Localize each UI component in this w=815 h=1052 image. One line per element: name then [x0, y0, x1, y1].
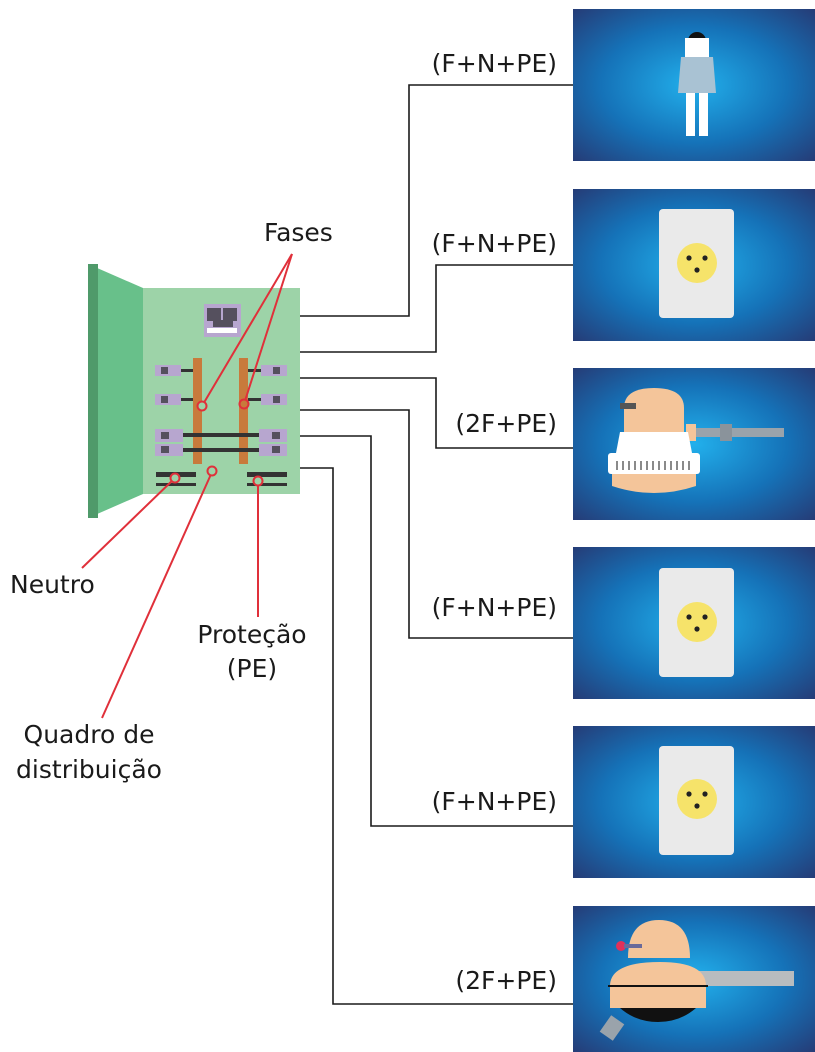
marker-neutral [169, 472, 181, 484]
circuit-wires [300, 84, 573, 1005]
protection-bar-lower [247, 483, 287, 486]
protection-bar [247, 472, 287, 477]
pointer-board [101, 471, 213, 719]
label-protection: Proteção [197, 620, 306, 649]
breakers-left [155, 365, 193, 456]
outlet-icon [659, 209, 734, 318]
marker-protection [252, 475, 264, 487]
label-board: Quadro de [24, 720, 155, 749]
pointer-neutral [81, 477, 176, 569]
label-protection-pe: (PE) [227, 654, 277, 683]
wire-circuit-3 [300, 377, 573, 449]
phase-busbar-left [193, 358, 202, 464]
circuit-label-3: (2F+PE) [455, 409, 557, 438]
board-door-edge [88, 264, 98, 518]
wire-circuit-6 [300, 467, 573, 1005]
main-breaker [204, 304, 241, 337]
marker-board [206, 465, 218, 477]
wire-circuit-2 [300, 264, 573, 353]
motor-side-icon [599, 920, 794, 1041]
circuit-label-2: (F+N+PE) [432, 229, 557, 258]
device-panel-shower [573, 9, 815, 161]
label-board-line2: distribuição [16, 755, 162, 784]
marker-phase-right [238, 398, 250, 410]
circuit-label-5: (F+N+PE) [432, 787, 557, 816]
pointer-phase-left [201, 253, 293, 407]
marker-phase-left [196, 400, 208, 412]
two-pole-bar-upper [183, 433, 259, 437]
device-panel-motor [573, 368, 815, 520]
circuit-label-6: (2F+PE) [455, 966, 557, 995]
board-door [88, 264, 143, 518]
device-panel-outlet-3 [573, 726, 815, 878]
shower-icon [678, 32, 716, 136]
label-phases: Fases [264, 218, 333, 247]
distribution-board [88, 264, 300, 518]
motor-icon [608, 388, 784, 493]
annotation-lines [81, 253, 293, 719]
wire-circuit-1 [300, 84, 573, 317]
device-panel-motor-side [573, 906, 815, 1052]
breakers-right [248, 365, 287, 456]
circuit-label-4: (F+N+PE) [432, 593, 557, 622]
phase-busbar-right [239, 358, 248, 464]
device-panel-outlet-1 [573, 189, 815, 341]
label-neutral: Neutro [10, 570, 95, 599]
wire-circuit-5 [300, 435, 573, 827]
neutral-bar-lower [156, 483, 196, 486]
circuit-label-1: (F+N+PE) [432, 49, 557, 78]
two-pole-bar-lower [183, 448, 259, 452]
device-panel-outlet-2 [573, 547, 815, 699]
outlet-icon [659, 568, 734, 677]
pointer-phase-right [243, 253, 293, 405]
wire-circuit-4 [300, 409, 573, 639]
outlet-icon [659, 746, 734, 855]
